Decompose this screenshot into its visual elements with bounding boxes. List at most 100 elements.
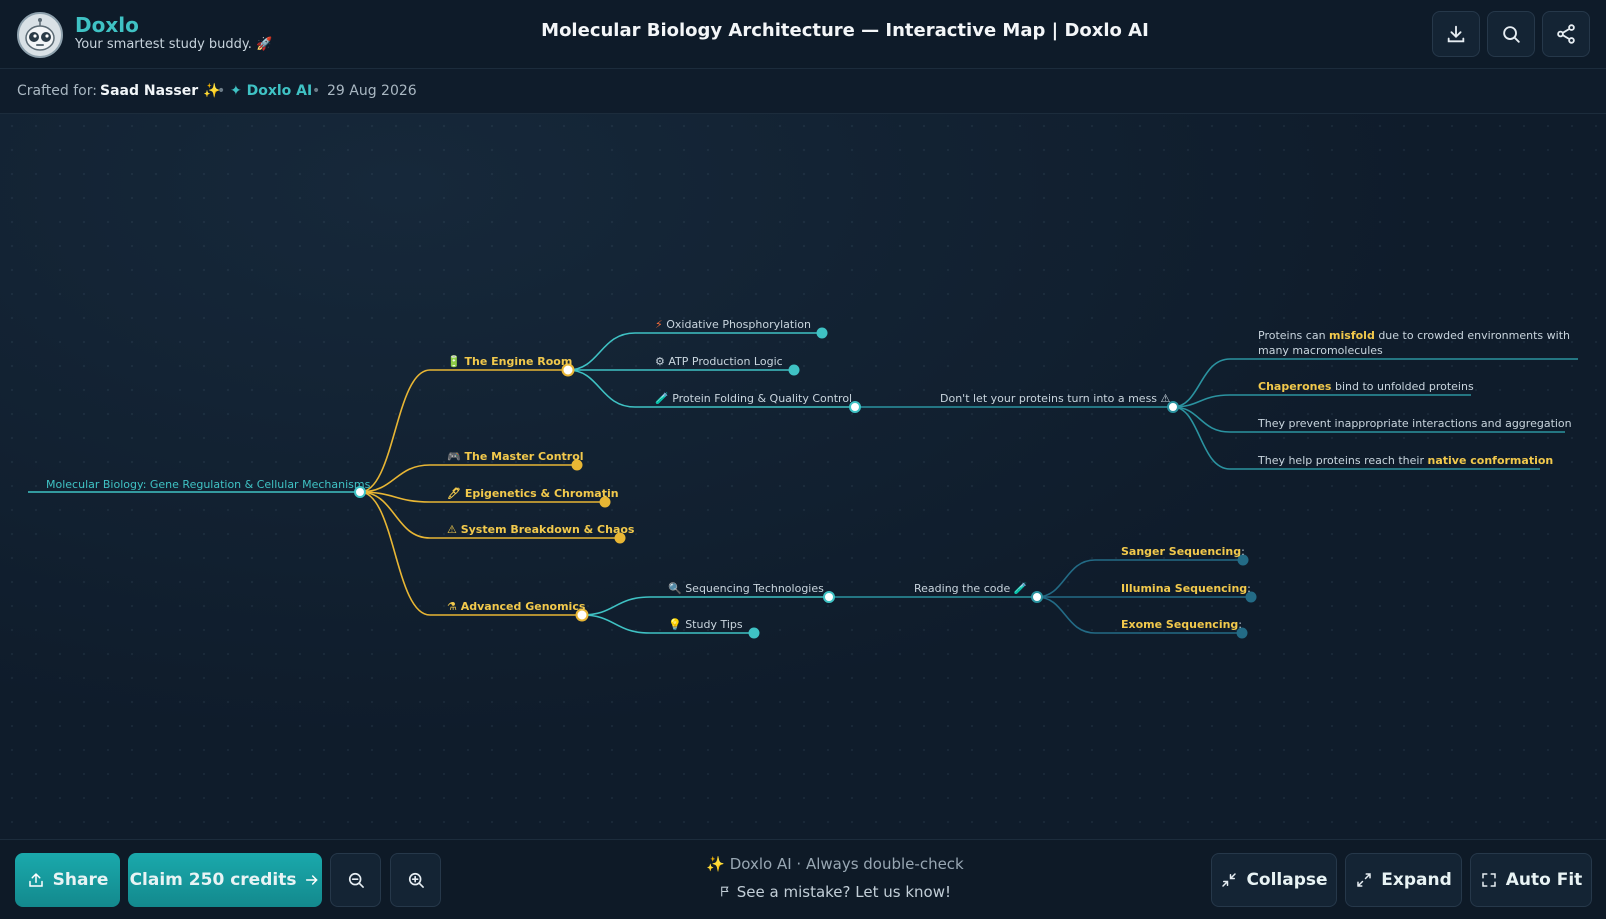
leaf-node-dot[interactable] [823,591,835,603]
pen-icon: 🖊 [447,487,461,500]
connector [1172,406,1565,433]
node-sanger-sequencing[interactable]: Sanger Sequencing: [1121,545,1245,558]
search-button[interactable] [1487,11,1535,57]
zoom-out-button[interactable] [330,853,381,907]
node-exome-sequencing[interactable]: Exome Sequencing: [1121,618,1242,631]
root-node-label[interactable]: Molecular Biology: Gene Regulation & Cel… [46,478,371,491]
branch-node-dot[interactable] [575,608,589,622]
separator-dot: • [217,83,226,99]
brand-name: Doxlo [75,13,139,37]
share-label: Share [52,870,109,890]
expand-icon [1357,873,1371,887]
node-reading-the-code[interactable]: Reading the code 🧪 [914,582,1028,595]
feedback-link[interactable]: See a mistake? Let us know! [0,883,1606,901]
connector [581,614,754,634]
meta-bar: Crafted for: Saad Nasser ✨ • ✦ Doxlo AI … [0,69,1606,114]
expand-label: Expand [1381,870,1452,890]
arrow-right-icon [306,875,319,885]
page-title: Molecular Biology Architecture — Interac… [541,20,1149,41]
branch-advanced-genomics[interactable]: ⚗ Advanced Genomics [447,600,586,613]
connector [1172,394,1471,408]
leaf-node-dot[interactable] [748,627,760,639]
top-bar: Doxlo Your smartest study buddy. 🚀 Molec… [0,0,1606,69]
point-misfold[interactable]: Proteins can misfold due to crowded envi… [1258,329,1570,342]
leaf-node-dot[interactable] [1031,591,1043,603]
leaf-node-dot[interactable] [849,401,861,413]
node-study-tips[interactable]: 💡 Study Tips [668,618,743,631]
root-node-dot[interactable] [354,486,366,498]
point-misfold-cont: many macromolecules [1258,344,1383,357]
node-oxidative-phosphorylation[interactable]: ⚡ Oxidative Phosphorylation [655,318,811,331]
connector [581,596,829,616]
bottom-bar: Share Claim 250 credits ✨ Doxlo AI · Alw… [0,839,1606,919]
branch-node-dot[interactable] [599,496,611,508]
branch-engine-room[interactable]: 🔋 The Engine Room [447,355,572,368]
leaf-node-dot[interactable] [1236,627,1248,639]
lightning-icon: ⚡ [655,318,663,331]
battery-icon: 🔋 [447,355,461,368]
claim-label: Claim 250 credits [129,870,297,890]
upload-icon [28,872,43,887]
robot-icon [19,14,61,56]
mascot-avatar [17,12,63,58]
auto-fit-label: Auto Fit [1505,870,1583,890]
node-sequencing-technologies[interactable]: 🔍 Sequencing Technologies [668,581,824,595]
collapse-label: Collapse [1246,870,1328,890]
point-chaperones[interactable]: Chaperones bind to unfolded proteins [1258,380,1474,393]
zoom-in-button[interactable] [390,853,441,907]
expand-button[interactable]: Expand [1345,853,1462,907]
leaf-node-dot[interactable] [1237,554,1249,566]
separator-dot: • [312,83,321,99]
leaf-node-dot[interactable] [1167,401,1179,413]
warning-icon: ⚠ [447,523,457,536]
branch-epigenetics[interactable]: 🖊 Epigenetics & Chromatin [447,487,619,500]
user-name: Saad Nasser ✨ [100,83,221,99]
connector [1036,559,1243,598]
zoom-out-icon [348,872,364,888]
download-button[interactable] [1432,11,1480,57]
node-protein-folding[interactable]: 🧪 Protein Folding & Quality Control [655,392,852,405]
auto-fit-button[interactable]: Auto Fit [1470,853,1592,907]
flask-icon: ⚗ [447,600,457,613]
date-label: 29 Aug 2026 [327,83,417,99]
share-header-button[interactable] [1542,11,1590,57]
collapse-icon [1222,873,1237,887]
crafted-label: Crafted for: [17,83,97,99]
point-native-conformation[interactable]: They help proteins reach their native co… [1257,454,1553,467]
connector [567,369,855,408]
flag-icon [721,886,729,897]
gamepad-icon: 🎮 [447,450,461,463]
magnifier-icon: 🔍 [668,581,682,595]
source-label: ✦ Doxlo AI [230,83,313,99]
test-tube-icon: 🧪 [655,392,669,405]
branch-system-breakdown[interactable]: ⚠ System Breakdown & Chaos [447,523,635,536]
feedback-label: See a mistake? Let us know! [736,883,951,901]
leaf-node-dot[interactable] [788,364,800,376]
collapse-button[interactable]: Collapse [1211,853,1337,907]
ai-notice: ✨ Doxlo AI · Always double-check [706,855,964,873]
fit-screen-icon [1481,873,1496,887]
connector [359,464,577,493]
node-illumina-sequencing[interactable]: Illumina Sequencing: [1121,582,1251,595]
node-proteins-mess[interactable]: Don't let your proteins turn into a mess… [940,392,1171,405]
claim-credits-button[interactable]: Claim 250 credits [128,853,322,907]
share-button[interactable]: Share [15,853,120,907]
zoom-in-icon [408,872,424,888]
mind-map[interactable]: Molecular Biology: Gene Regulation & Cel… [0,114,1606,839]
branch-master-control[interactable]: 🎮 The Master Control [447,450,584,463]
mind-map-canvas[interactable]: Molecular Biology: Gene Regulation & Cel… [0,114,1606,839]
branch-node-dot[interactable] [571,459,583,471]
connector [359,369,568,493]
connector [567,332,822,371]
point-prevent-aggregation[interactable]: They prevent inappropriate interactions … [1257,417,1572,430]
connector [359,491,582,616]
branch-node-dot[interactable] [614,532,626,544]
leaf-node-dot[interactable] [1245,591,1257,603]
lightbulb-icon: 💡 [668,618,682,631]
connector [1036,596,1242,634]
leaf-node-dot[interactable] [816,327,828,339]
download-icon [1447,25,1465,43]
search-icon [1503,26,1520,43]
node-atp-production[interactable]: ⚙ ATP Production Logic [655,355,783,368]
branch-node-dot[interactable] [561,363,575,377]
